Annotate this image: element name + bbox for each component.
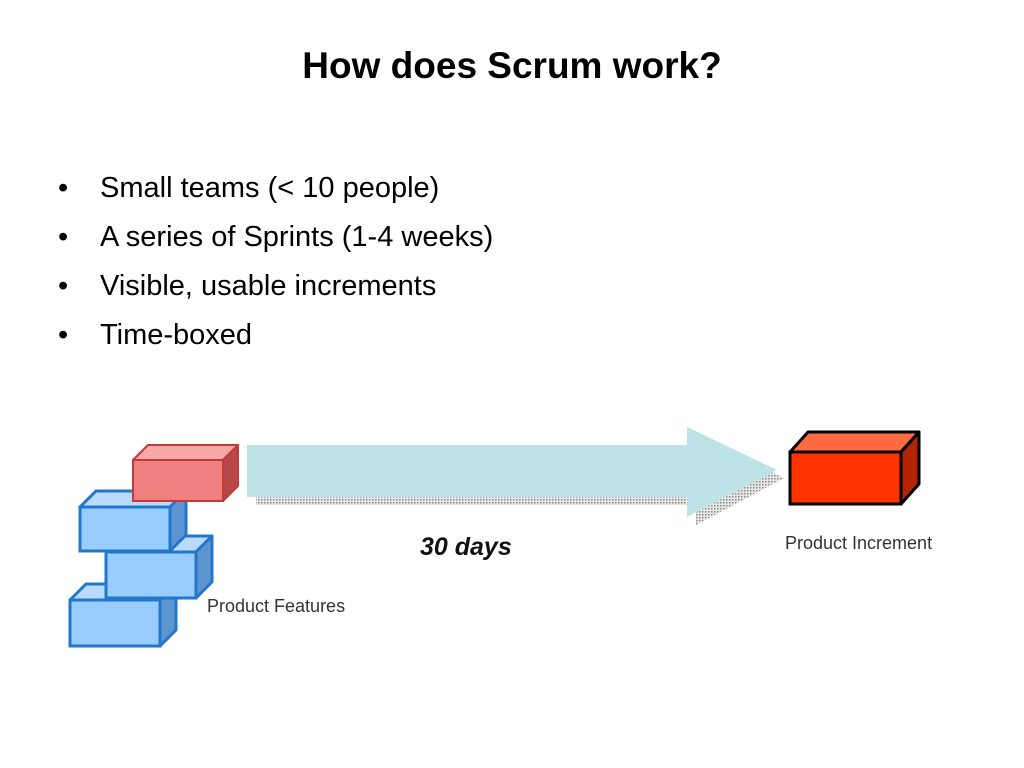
- slide-title: How does Scrum work?: [302, 45, 722, 86]
- bullet-marker: •: [58, 319, 69, 351]
- bullet-list: • Small teams (< 10 people) • A series of …: [58, 164, 493, 360]
- bullet-marker: •: [58, 270, 69, 302]
- bullet-marker: •: [58, 221, 69, 253]
- bullet-item: • A series of Sprints (1-4 weeks): [58, 213, 493, 262]
- bullet-item: • Small teams (< 10 people): [58, 164, 493, 213]
- sprint-arrow: [247, 427, 777, 517]
- bullet-marker: •: [58, 172, 69, 204]
- bullet-item: • Time-boxed: [58, 311, 493, 360]
- bullet-text: A series of Sprints (1-4 weeks): [100, 221, 494, 253]
- product-increment-block: [788, 430, 921, 506]
- duration-label: 30 days: [420, 533, 512, 561]
- scrum-diagram: 30 days Product Features Product Increme…: [68, 427, 932, 648]
- bullet-item: • Visible, usable increments: [58, 262, 493, 311]
- feature-block-bottom: [68, 582, 178, 648]
- product-features-label: Product Features: [207, 596, 345, 616]
- bullet-text: Visible, usable increments: [100, 270, 437, 302]
- bullet-text: Time-boxed: [100, 319, 253, 351]
- bullet-text: Small teams (< 10 people): [100, 172, 440, 204]
- feature-block-top: [132, 444, 239, 502]
- product-increment-label: Product Increment: [785, 533, 932, 553]
